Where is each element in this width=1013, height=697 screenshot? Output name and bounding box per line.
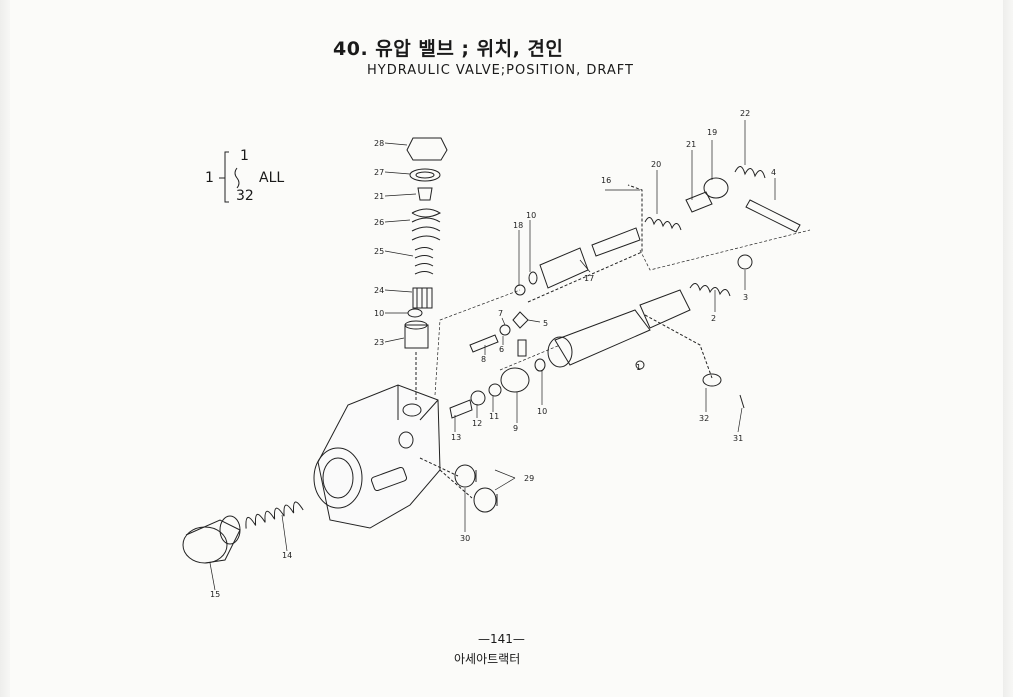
callout-14: 14 — [282, 551, 292, 560]
range-to: 32 — [236, 188, 254, 204]
small-parts — [449, 311, 745, 419]
assembly-guides — [434, 229, 811, 396]
callout-18: 18 — [513, 221, 523, 230]
callout-10-lower: 10 — [537, 407, 547, 416]
callout-15: 15 — [210, 590, 220, 599]
range-prefix: 1 — [205, 170, 214, 186]
callout-16: 16 — [601, 176, 611, 185]
page-number: —141— — [478, 632, 525, 646]
page-left-edge — [0, 0, 10, 697]
callout-22: 22 — [740, 109, 750, 118]
callout-30: 30 — [460, 534, 470, 543]
left-column-parts — [404, 137, 448, 400]
middle-spool — [547, 254, 753, 379]
callout-6: 6 — [499, 345, 504, 354]
callout-32: 32 — [699, 414, 709, 423]
spool-assembly — [514, 166, 801, 303]
callout-31: 31 — [733, 434, 743, 443]
page-right-edge — [1003, 0, 1013, 697]
page-title-korean: 40. 유압 밸브 ; 위치, 견인 — [333, 38, 564, 60]
callout-26: 26 — [374, 218, 384, 227]
callout-29: 29 — [524, 474, 534, 483]
range-bracket — [219, 151, 240, 203]
callout-1: 1 — [636, 363, 641, 372]
callout-12: 12 — [472, 419, 482, 428]
valve-body — [313, 384, 441, 529]
callout-20: 20 — [651, 160, 661, 169]
callout-13: 13 — [451, 433, 461, 442]
callout-4: 4 — [771, 168, 776, 177]
plug-15 — [182, 515, 241, 564]
callout-7: 7 — [498, 309, 503, 318]
callout-2: 2 — [711, 314, 716, 323]
callout-3: 3 — [743, 293, 748, 302]
callout-labels: 28 27 21 26 25 24 10 23 18 10 16 17 20 2… — [210, 109, 776, 599]
callout-11: 11 — [489, 412, 499, 421]
callout-25: 25 — [374, 247, 384, 256]
callout-17: 17 — [584, 274, 594, 283]
callout-8: 8 — [481, 355, 486, 364]
range-from: 1 — [240, 148, 249, 164]
page-title-english: HYDRAULIC VALVE;POSITION, DRAFT — [367, 63, 634, 78]
applicability-range: 1 1 32 ALL — [203, 148, 303, 208]
callout-21-right: 21 — [686, 140, 696, 149]
callout-10-left: 10 — [374, 309, 384, 318]
parts-29-30 — [419, 457, 498, 513]
callout-21-top: 21 — [374, 192, 384, 201]
callout-5: 5 — [543, 319, 548, 328]
callout-28: 28 — [374, 139, 384, 148]
callout-9: 9 — [513, 424, 518, 433]
callout-10-upper: 10 — [526, 211, 536, 220]
callout-leaders — [209, 120, 776, 591]
callout-23: 23 — [374, 338, 384, 347]
callout-19: 19 — [707, 128, 717, 137]
spring-14 — [245, 501, 304, 529]
publisher-footer: 아세아트랙터 — [454, 652, 521, 666]
callout-24: 24 — [374, 286, 384, 295]
callout-27: 27 — [374, 168, 384, 177]
range-label: ALL — [259, 170, 285, 186]
